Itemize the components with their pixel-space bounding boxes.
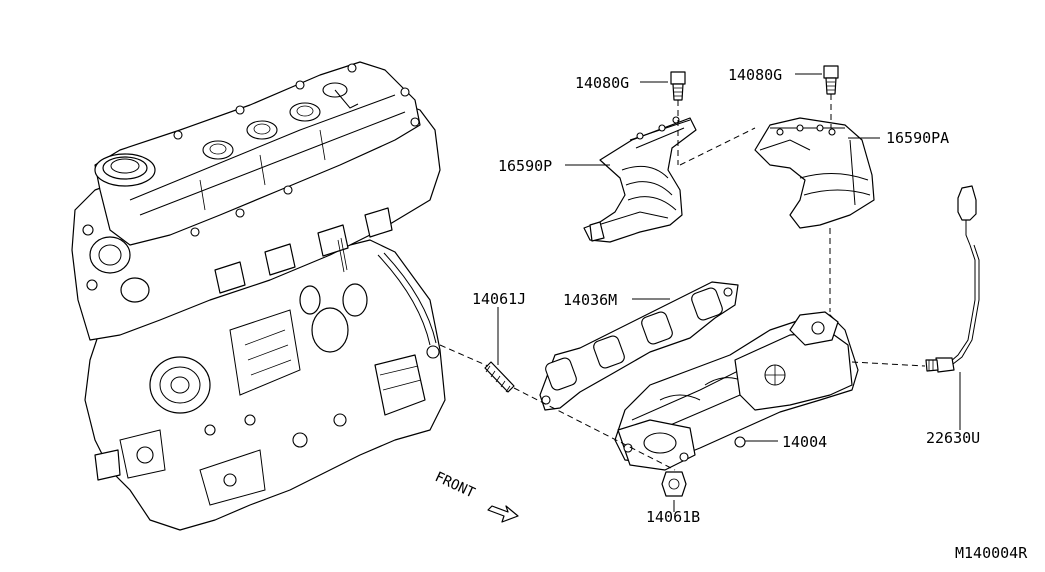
leader-lines [497,73,961,512]
nut [661,471,687,497]
heat-shield-left [583,116,697,243]
exhaust-manifold [614,311,859,471]
engine-block [71,61,446,531]
callout-manifold: 14004 [782,433,827,451]
heat-shield-right [754,117,875,229]
front-arrow-icon [487,505,519,523]
callout-sensor: 22630U [926,429,980,447]
bolt-left [670,71,686,101]
callout-gasket: 14036M [563,291,617,309]
callout-stud: 14061J [472,290,526,308]
callout-nut: 14061B [646,508,700,526]
stud [484,361,515,393]
front-label: FRONT [432,469,477,502]
o2-sensor [925,185,980,373]
figure-reference: M140004R [955,544,1028,562]
callout-bolt-left: 14080G [575,74,629,92]
callout-shield-right: 16590PA [886,129,949,147]
front-indicator: FRONT [432,469,519,523]
callout-bolt-right: 14080G [728,66,782,84]
callout-shield-left: 16590P [498,157,552,175]
bolt-right [823,65,839,95]
assembly-lines [439,94,926,471]
gasket [539,281,739,411]
callout-labels: 14080G 14080G 16590P 16590PA 14061J 1403… [472,66,1028,562]
